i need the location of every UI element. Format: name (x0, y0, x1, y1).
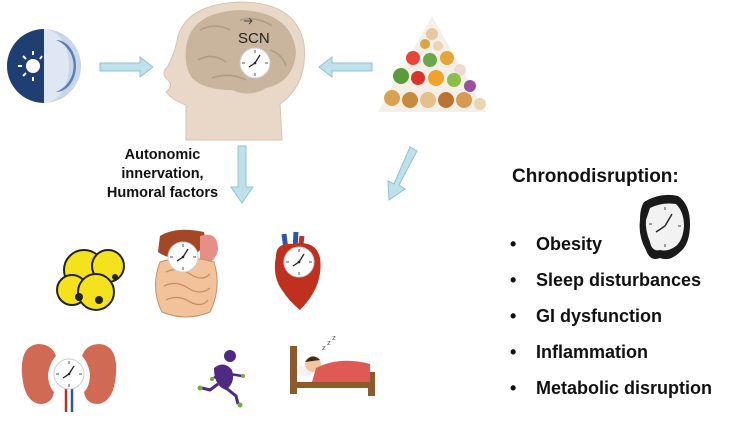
small-arrow-icon (244, 17, 253, 25)
effect-sleep-disturbances: Sleep disturbances (536, 270, 702, 290)
chronodisruption-list: • Obesity • Sleep disturbances • GI dysfunc… (510, 233, 712, 413)
bullet: • (510, 306, 517, 326)
sun-moon-icon (7, 29, 81, 103)
svg-text:z: z (322, 344, 326, 352)
clock-icon (53, 358, 85, 390)
arrow-food-to-organs (387, 146, 418, 201)
svg-text:z: z (327, 339, 331, 347)
effect-inflammation: Inflammation (536, 342, 649, 362)
clock-icon (239, 47, 271, 79)
pathway-label: Autonomic innervation, Humoral factors (95, 146, 230, 203)
kidney-icon (21, 344, 117, 412)
food-pyramid-icon (378, 16, 486, 112)
pathway-label-line-1: Autonomic (124, 147, 201, 163)
arrow-brain-to-organs (230, 145, 254, 204)
bed-sleeping-icon: zzz (290, 334, 375, 396)
bullet: • (510, 234, 517, 254)
pathway-arrows (99, 55, 418, 204)
head-brain-icon (163, 1, 305, 141)
running-person-icon (197, 350, 245, 408)
pathway-label-line-2: innervation, (121, 166, 204, 182)
effect-metabolic-disruption: Metabolic disruption (536, 378, 713, 398)
chronodisruption-title: Chronodisruption: (512, 166, 679, 187)
svg-text:z: z (332, 334, 336, 342)
scn-label: SCN (238, 30, 270, 47)
list-item: • GI dysfunction (510, 305, 712, 341)
list-item: • Metabolic disruption (510, 377, 712, 413)
effect-gi-dysfunction: GI dysfunction (536, 306, 662, 326)
list-item: • Obesity (510, 233, 712, 269)
effect-obesity: Obesity (536, 234, 603, 254)
arrow-light-to-brain (99, 55, 154, 79)
melting-clock-icon (639, 194, 690, 260)
clock-icon (283, 246, 315, 278)
adipose-tissue-icon (56, 249, 125, 311)
bullet: • (510, 378, 517, 398)
pathway-label-line-3: Humoral factors (106, 185, 219, 201)
bullet: • (510, 342, 517, 362)
clock-icon (167, 241, 199, 273)
arrow-food-to-brain (318, 55, 373, 79)
list-item: • Inflammation (510, 341, 712, 377)
bullet: • (510, 270, 517, 290)
list-item: • Sleep disturbances (510, 269, 712, 305)
